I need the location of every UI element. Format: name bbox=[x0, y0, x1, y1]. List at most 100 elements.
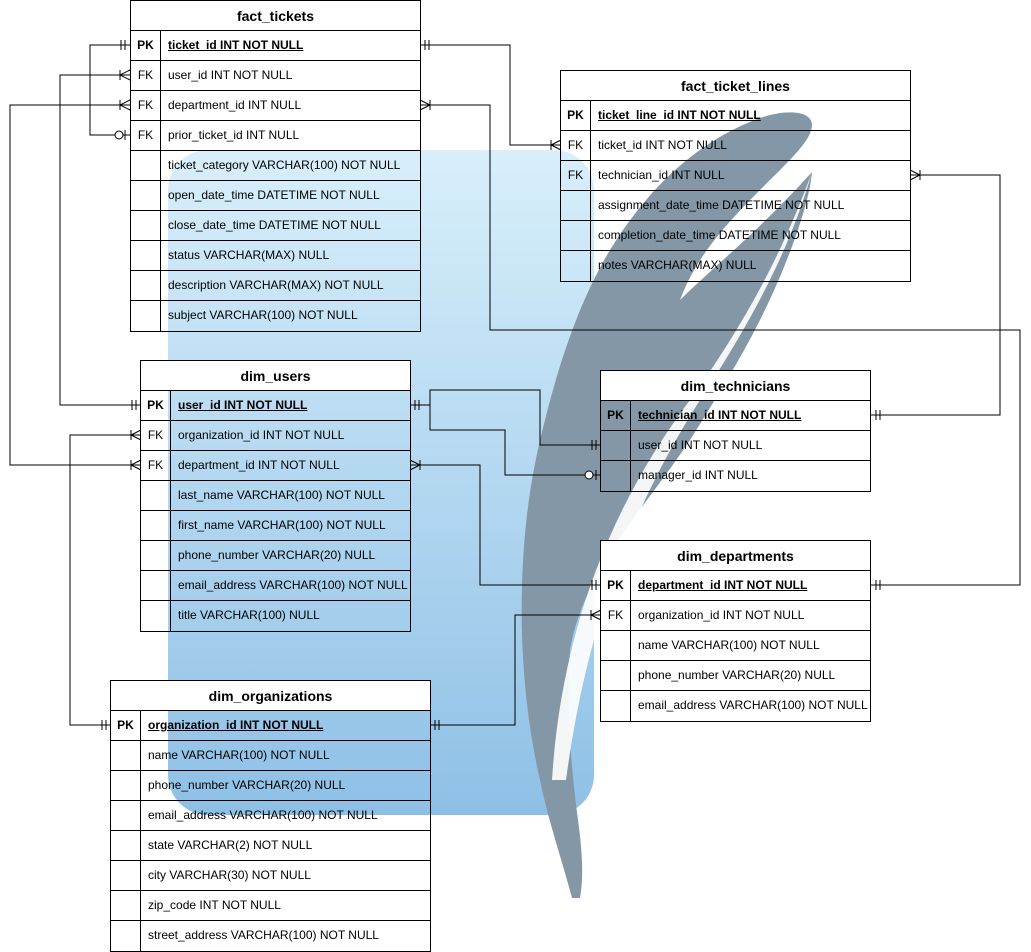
table-row[interactable]: email_address VARCHAR(100) NOT NULL bbox=[141, 571, 410, 601]
key-cell: PK bbox=[111, 711, 141, 740]
table-row[interactable]: ticket_category VARCHAR(100) NOT NULL bbox=[131, 151, 420, 181]
field-cell: email_address VARCHAR(100) NOT NULL bbox=[638, 698, 868, 712]
table-row[interactable]: zip_code INT NOT NULL bbox=[111, 891, 430, 921]
table-row[interactable]: assignment_date_time DATETIME NOT NULL bbox=[561, 191, 910, 221]
field-cell: organization_id INT NOT NULL bbox=[638, 608, 805, 622]
key-cell: PK bbox=[131, 31, 161, 60]
connector-departments-to-tickets bbox=[420, 104, 1021, 586]
key-cell bbox=[111, 861, 141, 890]
key-cell bbox=[131, 151, 161, 180]
table-row[interactable]: user_id INT NOT NULL bbox=[601, 431, 870, 461]
table-row[interactable]: phone_number VARCHAR(20) NULL bbox=[141, 541, 410, 571]
field-cell: ticket_id INT NOT NULL bbox=[168, 38, 304, 52]
table-row[interactable]: manager_id INT NULL bbox=[601, 461, 870, 491]
field-cell: prior_ticket_id INT NULL bbox=[168, 128, 300, 142]
key-cell bbox=[131, 301, 161, 331]
table-row[interactable]: phone_number VARCHAR(20) NULL bbox=[111, 771, 430, 801]
table-row[interactable]: city VARCHAR(30) NOT NULL bbox=[111, 861, 430, 891]
table-row[interactable]: state VARCHAR(2) NOT NULL bbox=[111, 831, 430, 861]
key-cell: FK bbox=[131, 61, 161, 90]
connector-ticket-to-ticket-lines bbox=[420, 44, 561, 146]
table-title: fact_ticket_lines bbox=[561, 71, 910, 101]
table-row[interactable]: name VARCHAR(100) NOT NULL bbox=[601, 631, 870, 661]
connector-users-to-tickets-markers bbox=[118, 69, 137, 410]
table-row[interactable]: FK user_id INT NOT NULL bbox=[131, 61, 420, 91]
field-cell: notes VARCHAR(MAX) NULL bbox=[598, 258, 757, 272]
field-cell: user_id INT NOT NULL bbox=[168, 68, 293, 82]
key-cell bbox=[111, 741, 141, 770]
connector-orgs-to-departments-markers bbox=[434, 609, 602, 730]
connector-ticket-self-markers bbox=[114, 40, 130, 140]
logo-feather-shape bbox=[521, 112, 812, 899]
table-row[interactable]: last_name VARCHAR(100) NOT NULL bbox=[141, 481, 410, 511]
table-row[interactable]: completion_date_time DATETIME NOT NULL bbox=[561, 221, 910, 251]
field-cell: organization_id INT NOT NULL bbox=[148, 718, 324, 732]
table-row[interactable]: status VARCHAR(MAX) NULL bbox=[131, 241, 420, 271]
field-cell: last_name VARCHAR(100) NOT NULL bbox=[178, 488, 385, 502]
table-row[interactable]: notes VARCHAR(MAX) NULL bbox=[561, 251, 910, 281]
connector-users-to-technicians-markers bbox=[414, 400, 597, 450]
key-cell bbox=[141, 481, 171, 510]
table-row[interactable]: subject VARCHAR(100) NOT NULL bbox=[131, 301, 420, 331]
table-row[interactable]: email_address VARCHAR(100) NOT NULL bbox=[601, 691, 870, 721]
field-cell: technician_id INT NOT NULL bbox=[638, 408, 802, 422]
field-cell: name VARCHAR(100) NOT NULL bbox=[148, 748, 330, 762]
field-cell: phone_number VARCHAR(20) NULL bbox=[148, 778, 346, 792]
connector-technicians-to-lines bbox=[871, 174, 1001, 416]
table-row[interactable]: description VARCHAR(MAX) NOT NULL bbox=[131, 271, 420, 301]
connector-tickets-dept-left bbox=[9, 104, 141, 466]
table-row[interactable]: FK department_id INT NULL bbox=[131, 91, 420, 121]
field-cell: manager_id INT NULL bbox=[638, 468, 758, 482]
table-row[interactable]: first_name VARCHAR(100) NOT NULL bbox=[141, 511, 410, 541]
table-row[interactable]: phone_number VARCHAR(20) NULL bbox=[601, 661, 870, 691]
key-cell bbox=[601, 691, 631, 721]
connector-ticket-to-ticket-lines-markers bbox=[424, 40, 562, 151]
key-cell bbox=[111, 831, 141, 860]
table-row[interactable]: PK organization_id INT NOT NULL bbox=[111, 711, 430, 741]
table-row[interactable]: street_address VARCHAR(100) NOT NULL bbox=[111, 921, 430, 951]
table-row[interactable]: title VARCHAR(100) NULL bbox=[141, 601, 410, 631]
key-cell: PK bbox=[561, 101, 591, 130]
connector-users-to-manager-markers bbox=[584, 470, 601, 480]
field-cell: description VARCHAR(MAX) NOT NULL bbox=[168, 278, 384, 292]
key-cell bbox=[601, 461, 631, 491]
key-cell bbox=[561, 251, 591, 281]
table-title: dim_users bbox=[141, 361, 410, 391]
connector-users-to-manager bbox=[429, 405, 585, 476]
field-cell: department_id INT NULL bbox=[168, 98, 302, 112]
table-row[interactable]: PK ticket_id INT NOT NULL bbox=[131, 31, 420, 61]
field-cell: user_id INT NOT NULL bbox=[638, 438, 763, 452]
table-row[interactable]: open_date_time DATETIME NOT NULL bbox=[131, 181, 420, 211]
field-cell: phone_number VARCHAR(20) NULL bbox=[178, 548, 376, 562]
key-cell bbox=[131, 211, 161, 240]
field-cell: open_date_time DATETIME NOT NULL bbox=[168, 188, 380, 202]
table-row[interactable]: email_address VARCHAR(100) NOT NULL bbox=[111, 801, 430, 831]
table-title: fact_tickets bbox=[131, 1, 420, 31]
connector-tickets-dept-left-markers bbox=[118, 99, 142, 471]
field-cell: email_address VARCHAR(100) NOT NULL bbox=[148, 808, 378, 822]
field-cell: subject VARCHAR(100) NOT NULL bbox=[168, 308, 358, 322]
key-cell bbox=[601, 661, 631, 690]
table-row[interactable]: name VARCHAR(100) NOT NULL bbox=[111, 741, 430, 771]
key-cell: FK bbox=[131, 91, 161, 120]
table-row[interactable]: close_date_time DATETIME NOT NULL bbox=[131, 211, 420, 241]
connector-departments-to-tickets-markers bbox=[419, 99, 881, 590]
key-cell bbox=[141, 601, 171, 631]
